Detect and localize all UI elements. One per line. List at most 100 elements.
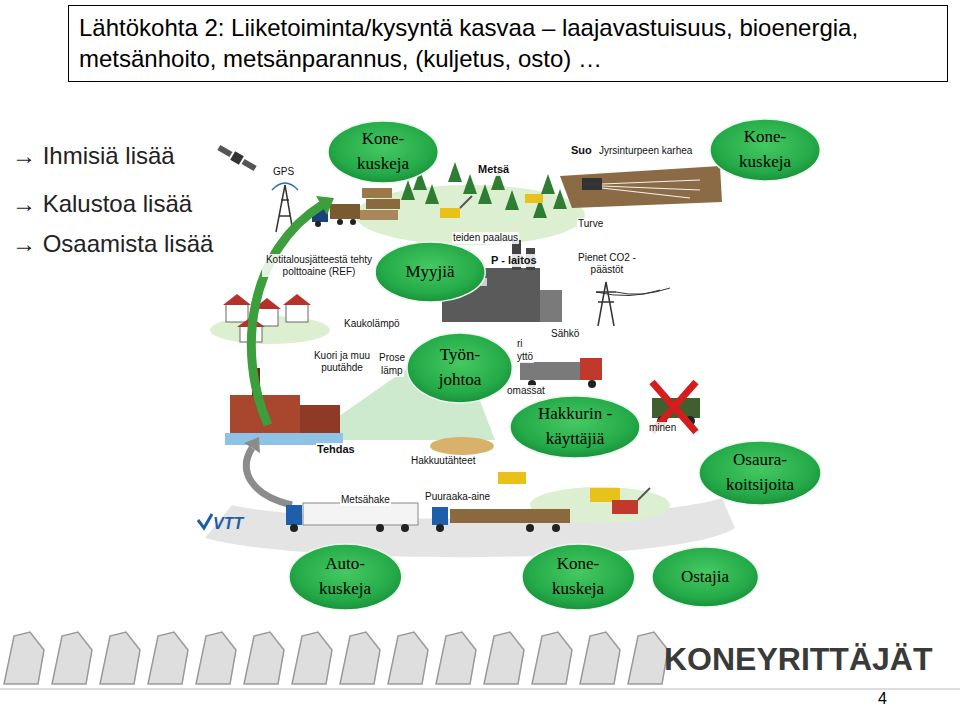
label-text: yttö: [516, 351, 534, 363]
forest: [478, 184, 492, 204]
trucks: [436, 524, 444, 532]
grey-arrow: [244, 437, 292, 505]
node-text: Myyjiä: [388, 260, 473, 285]
label-text: Jyrsinturpeen karhea: [598, 145, 693, 157]
gps-satellite: [216, 143, 257, 173]
node-text: Ostajia: [664, 565, 746, 590]
log-piles: [360, 210, 398, 220]
label-text: teiden paalaus: [452, 232, 519, 244]
node-text: Työn- johtoa: [420, 343, 501, 392]
gps-satellite: [216, 143, 257, 173]
logo-strip: [388, 632, 428, 684]
forest-machines-bottom: [590, 488, 620, 502]
label-text: → Kalustoa lisää: [12, 190, 192, 218]
forest: [553, 189, 567, 209]
label-text: Kaukolämpö: [343, 318, 401, 330]
forest-machines-bottom: [638, 488, 650, 500]
forest: [505, 190, 519, 210]
ellipse-outline: [710, 119, 820, 181]
logo-strip: [628, 632, 668, 684]
node-text: Hakkurin -käyttäjiä: [525, 402, 625, 451]
log-piles: [360, 188, 400, 220]
ellipse-shape: [288, 543, 403, 611]
gps-satellite: [217, 145, 232, 157]
forest-machines: [440, 208, 460, 218]
houses: [226, 304, 248, 322]
trucks: [450, 509, 570, 523]
forest-machines: [440, 194, 543, 218]
forest-machines: [460, 196, 472, 208]
forest: [401, 180, 415, 200]
timber-truck: [350, 219, 356, 225]
node-text: Kone- kuskeja: [723, 125, 808, 174]
houses: [286, 304, 308, 322]
label-text: omassat: [506, 385, 546, 397]
label-text: Sähkö: [550, 328, 580, 340]
footer-rule: [0, 689, 960, 690]
factory: [300, 405, 340, 433]
ellipse-node: Ostajia: [651, 546, 760, 608]
ellipse-node: Myyjiä: [374, 241, 486, 303]
forest: [425, 184, 439, 204]
logo-strip: [484, 632, 524, 684]
label-text: Suo: [570, 144, 593, 157]
trucks: [376, 524, 384, 532]
ellipse-node: Auto- kuskeja: [288, 543, 403, 611]
logo-strip: [4, 632, 44, 684]
trucks: [303, 503, 418, 525]
ellipse-shape: [406, 332, 513, 404]
trucks: [286, 503, 570, 532]
label-text: 4: [878, 690, 887, 708]
logo-strip: [100, 632, 140, 684]
timber-truck: [337, 219, 343, 225]
node-text-block: Hakkurin -käyttäjiä: [525, 402, 625, 451]
title-box: Lähtökohta 2: Liiketoiminta/kysyntä kasv…: [68, 5, 948, 82]
node-text-block: Työn- johtoa: [420, 343, 501, 392]
forest: [541, 174, 555, 194]
footer-rule: [0, 689, 960, 690]
label-text: lämp: [380, 365, 404, 377]
label-text: → Osaamista lisää: [12, 230, 213, 258]
peat-field: [602, 180, 700, 198]
label-text: KONEYRITTÄJÄT: [664, 641, 932, 678]
ellipse-outline: [407, 333, 512, 403]
power-line: [596, 288, 670, 296]
logo-strip: [292, 632, 332, 684]
grey-arrow: [246, 448, 292, 505]
log-piles: [362, 188, 392, 198]
ellipse-shape: [698, 440, 822, 506]
node-text: Kone- kuskeja: [341, 127, 426, 176]
label-text: VTT: [213, 515, 243, 533]
chip-pile: [430, 437, 494, 455]
logo-strip: [580, 632, 620, 684]
chipper: [520, 362, 580, 380]
houses: [223, 294, 251, 305]
title-text: Lähtökohta 2: Liiketoiminta/kysyntä kasv…: [79, 12, 937, 74]
forest-machines-bottom: [498, 472, 526, 484]
timber-truck: [330, 204, 360, 219]
trucks: [552, 524, 560, 532]
label-text: ri: [516, 338, 524, 350]
ellipse-node: Hakkurin -käyttäjiä: [509, 395, 641, 459]
power-plant: [540, 290, 562, 322]
power-line: [596, 282, 616, 326]
label-text: Turve: [577, 218, 604, 230]
label-text: Puuraaka-aine: [424, 491, 491, 503]
ellipse-outline: [510, 396, 640, 458]
node-text-block: Osaura- koitsijoita: [713, 448, 807, 497]
logo-strip: [4, 632, 668, 684]
label-text: Kuori ja muu puutähde: [310, 350, 374, 373]
green-arrow: [316, 196, 334, 215]
peat-field: [560, 166, 722, 208]
ellipse-node: Osaura- koitsijoita: [698, 440, 822, 506]
node-text: Auto- kuskeja: [302, 552, 389, 601]
logo-strip: [196, 632, 236, 684]
label-text: Prose: [378, 352, 406, 364]
trucks: [526, 524, 534, 532]
logo-strip: [244, 632, 284, 684]
logo-strip: [532, 632, 572, 684]
houses: [223, 294, 311, 342]
ellipse-node: Kone- kuskeja: [327, 120, 439, 184]
log-piles: [366, 199, 400, 209]
label-text: GPS: [272, 166, 295, 178]
